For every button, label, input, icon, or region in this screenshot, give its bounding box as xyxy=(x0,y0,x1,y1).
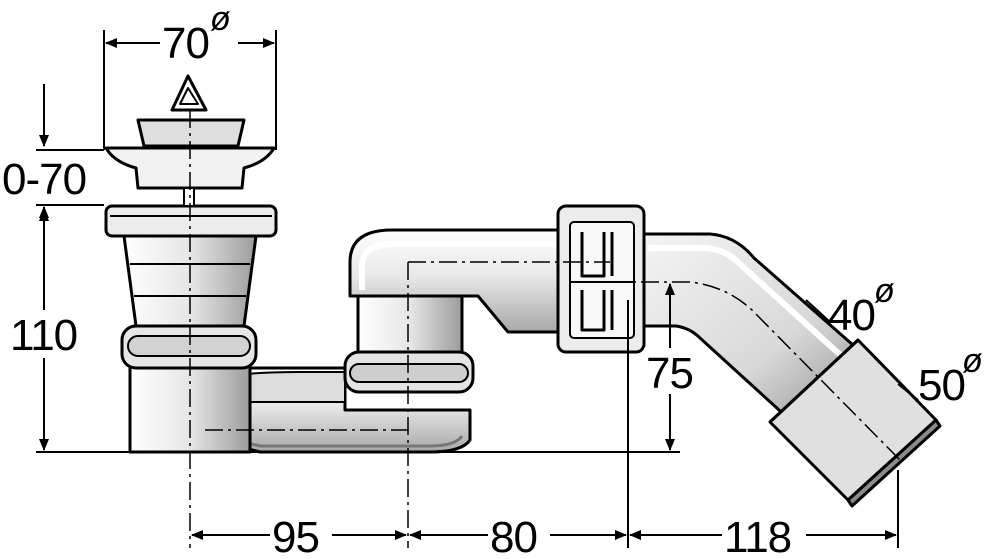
label-70: 70 xyxy=(162,19,209,68)
outlet-sleeve-end xyxy=(846,418,942,508)
label-110: 110 xyxy=(10,311,77,360)
label-bg-118 xyxy=(722,512,806,558)
trap-elbow-highlight xyxy=(359,241,556,290)
label-bg-0-70 xyxy=(0,152,96,202)
union-nut-ribs xyxy=(580,232,614,332)
label-50: 50 xyxy=(918,361,965,410)
label-118: 118 xyxy=(724,513,791,559)
outlet-sleeve-joint xyxy=(768,338,860,424)
label-0-70: 0-70 xyxy=(2,155,86,204)
diameter-symbol-40: ø xyxy=(874,272,895,310)
label-80: 80 xyxy=(490,513,537,559)
waste-lower-ring-lip xyxy=(127,335,251,357)
waste-flange xyxy=(104,204,278,238)
plug-stem xyxy=(183,187,195,207)
plug-handle-inner xyxy=(179,87,199,105)
label-75: 75 xyxy=(646,349,693,398)
label-95: 95 xyxy=(272,513,319,559)
label-bg-95 xyxy=(270,512,332,558)
outlet-bend-highlight xyxy=(648,245,849,363)
center-lines xyxy=(189,110,901,548)
label-40: 40 xyxy=(828,291,875,340)
label-bg-80 xyxy=(488,512,550,558)
dimension-lines xyxy=(36,30,919,548)
plug-cap xyxy=(136,118,246,148)
sweep-shadow xyxy=(149,418,464,448)
leader-50 xyxy=(897,383,919,401)
trap-body xyxy=(104,204,942,508)
trap-riser-collar-lip xyxy=(349,363,469,383)
union-nut-inner xyxy=(569,221,635,339)
diameter-symbol-70: ø xyxy=(210,0,231,38)
label-bg-110 xyxy=(8,310,84,358)
label-bg-75 xyxy=(644,348,696,394)
label-bg-70 xyxy=(160,18,238,62)
leader-40 xyxy=(805,299,831,323)
trap-upper-elbow xyxy=(348,228,562,334)
plug-bowl xyxy=(104,146,276,190)
diameter-symbol-50: ø xyxy=(962,342,983,380)
centerline-outlet xyxy=(610,281,901,461)
plug-stopper xyxy=(104,74,276,207)
